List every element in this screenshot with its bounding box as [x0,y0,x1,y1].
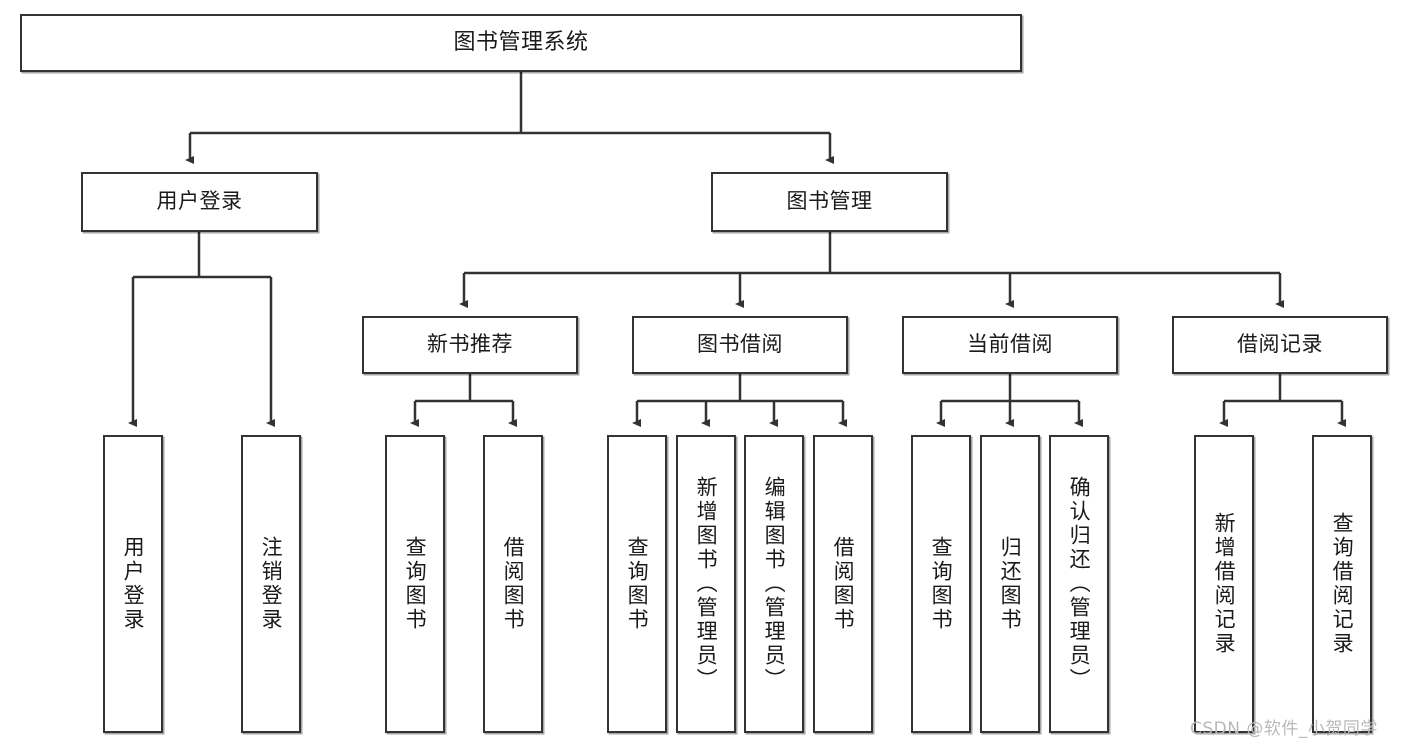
node-label: 新增借阅记录 [1212,512,1237,656]
node-label: 确认归还（管理员） [1067,476,1092,692]
node-label: 查询图书 [929,536,954,632]
watermark-text: CSDN @软件_小贺同学 [1190,719,1378,739]
node-label: 借阅图书 [831,536,856,632]
node-label: 注销登录 [259,536,284,632]
node-leaf-query-book-borrow[interactable]: 查询图书 [607,435,667,733]
node-current-borrow[interactable]: 当前借阅 [902,316,1118,374]
node-label: 图书借阅 [697,332,783,357]
node-leaf-user-login[interactable]: 用户登录 [103,435,163,733]
node-label: 图书管理 [786,189,873,214]
node-label: 编辑图书（管理员） [762,476,787,692]
node-leaf-confirm-return-admin[interactable]: 确认归还（管理员） [1049,435,1109,733]
node-label: 归还图书 [998,536,1023,632]
node-user-login[interactable]: 用户登录 [81,172,318,232]
node-leaf-query-borrow-record[interactable]: 查询借阅记录 [1312,435,1372,733]
node-label: 查询图书 [625,536,650,632]
node-new-book-recommendation[interactable]: 新书推荐 [362,316,578,374]
node-leaf-borrow-book-new[interactable]: 借阅图书 [483,435,543,733]
node-leaf-add-book-admin[interactable]: 新增图书（管理员） [676,435,736,733]
node-leaf-return-book[interactable]: 归还图书 [980,435,1040,733]
node-label: 图书管理系统 [453,29,589,55]
node-leaf-borrow-book[interactable]: 借阅图书 [813,435,873,733]
node-root-book-management-system[interactable]: 图书管理系统 [20,14,1022,72]
node-label: 新书推荐 [427,332,513,357]
node-book-borrow[interactable]: 图书借阅 [632,316,848,374]
node-leaf-query-book-new[interactable]: 查询图书 [385,435,445,733]
node-label: 查询图书 [403,536,428,632]
node-leaf-user-logout[interactable]: 注销登录 [241,435,301,733]
node-label: 查询借阅记录 [1330,512,1355,656]
node-leaf-edit-book-admin[interactable]: 编辑图书（管理员） [744,435,804,733]
node-label: 借阅图书 [501,536,526,632]
node-label: 新增图书（管理员） [694,476,719,692]
node-label: 当前借阅 [967,332,1053,357]
node-leaf-add-borrow-record[interactable]: 新增借阅记录 [1194,435,1254,733]
node-book-management[interactable]: 图书管理 [711,172,948,232]
node-label: 借阅记录 [1237,332,1323,357]
node-borrow-record[interactable]: 借阅记录 [1172,316,1388,374]
node-label: 用户登录 [156,189,243,214]
node-label: 用户登录 [121,536,146,632]
node-leaf-query-book-current[interactable]: 查询图书 [911,435,971,733]
